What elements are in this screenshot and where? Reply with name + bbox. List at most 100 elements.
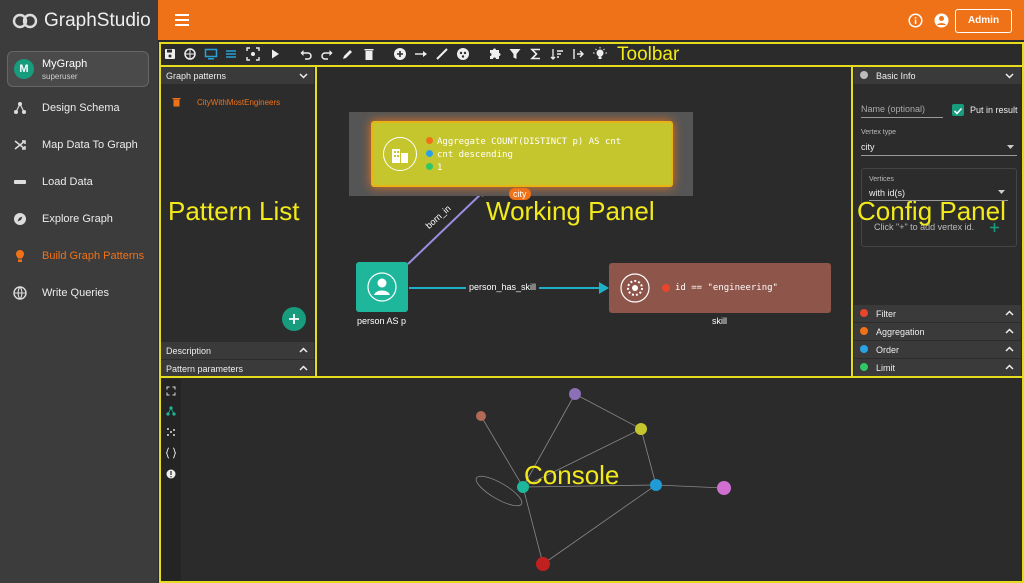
sigma-icon[interactable] [529, 47, 543, 61]
pattern-item[interactable]: CityWithMostEngineers [172, 96, 280, 108]
graph-icon[interactable] [166, 406, 176, 416]
nav-label: Design Schema [42, 102, 120, 114]
export-icon[interactable] [183, 47, 197, 61]
puzzle-icon[interactable] [487, 47, 501, 61]
sidebar: GraphStudio M MyGraph superuser Design S… [0, 0, 158, 583]
aggregation-title: Aggregation [876, 327, 925, 337]
limit-section-header[interactable]: Limit [854, 359, 1021, 376]
chevron-up-icon [1005, 310, 1014, 316]
limit-line: 1 [426, 162, 621, 175]
filter-icon[interactable] [508, 47, 522, 61]
pattern-parameters-header[interactable]: Pattern parameters [161, 360, 314, 377]
skill-condition: id == "engineering" [675, 283, 778, 293]
skill-node[interactable]: id == "engineering" [609, 263, 831, 313]
graph-user: superuser [42, 72, 78, 81]
city-node[interactable]: Aggregate COUNT(DISTINCT p) AS cnt cnt d… [371, 121, 673, 187]
nav-design-schema[interactable]: Design Schema [0, 94, 158, 122]
add-vertex-id-icon[interactable] [989, 222, 1000, 233]
menu-icon[interactable] [175, 14, 189, 26]
skill-icon [620, 273, 650, 303]
shuffle-icon [13, 138, 27, 152]
pattern-icon [13, 249, 27, 263]
delete-pattern-icon[interactable] [172, 97, 181, 107]
console-vertex[interactable] [476, 411, 486, 421]
list-icon[interactable] [224, 47, 238, 61]
skill-label: skill [712, 316, 727, 326]
put-in-result-checkbox[interactable] [952, 104, 964, 116]
sort-icon[interactable] [550, 47, 564, 61]
vertex-type-value: city [861, 142, 875, 152]
vertices-select[interactable]: with id(s) [869, 185, 1008, 201]
put-in-result-label: Put in result [970, 105, 1018, 115]
aggregation-section-header[interactable]: Aggregation [854, 323, 1021, 340]
redo-icon[interactable] [320, 47, 334, 61]
basic-info-title: Basic Info [876, 71, 916, 81]
plus-icon [289, 314, 299, 324]
edit-icon[interactable] [341, 47, 355, 61]
graph-avatar: M [14, 59, 34, 79]
nav-label: Build Graph Patterns [42, 250, 145, 262]
pen-icon[interactable] [435, 47, 449, 61]
console-vertex[interactable] [717, 481, 731, 495]
undo-icon[interactable] [299, 47, 313, 61]
console-vertex[interactable] [650, 479, 662, 491]
console-panel[interactable] [161, 379, 1021, 581]
fullscreen-icon[interactable] [166, 386, 176, 396]
console-region [159, 376, 1024, 583]
console-annotation: Console [524, 460, 620, 490]
aggregation-dot-icon [860, 327, 868, 335]
filter-section-header[interactable]: Filter [854, 305, 1021, 322]
compass-icon [13, 212, 27, 226]
vertices-label: Vertices [869, 176, 894, 183]
account-icon[interactable] [934, 13, 949, 28]
description-header[interactable]: Description [161, 342, 314, 359]
console-vertex[interactable] [517, 481, 529, 493]
console-vertex[interactable] [536, 557, 550, 571]
graph-patterns-header[interactable]: Graph patterns [161, 67, 314, 84]
layout-icon[interactable] [166, 427, 176, 437]
order-section-header[interactable]: Order [854, 341, 1021, 358]
nav-explore-graph[interactable]: Explore Graph [0, 205, 158, 233]
vertex-type-select[interactable]: city [861, 139, 1017, 156]
play-icon[interactable] [268, 47, 282, 61]
limit-text: 1 [437, 163, 443, 173]
order-dot-icon [426, 150, 433, 157]
save-icon[interactable] [163, 47, 177, 61]
working-panel-region [315, 65, 853, 378]
nav-load-data[interactable]: Load Data [0, 168, 158, 196]
add-vertex-icon[interactable] [393, 47, 407, 61]
nav-label: Map Data To Graph [42, 139, 138, 151]
console-vertex[interactable] [569, 388, 581, 400]
order-text: cnt descending [437, 150, 513, 160]
order-line: cnt descending [426, 149, 621, 162]
info-icon[interactable] [908, 13, 923, 28]
edge-born-in[interactable] [407, 191, 484, 265]
aggregation-line: Aggregate COUNT(DISTINCT p) AS cnt [426, 136, 621, 149]
pattern-list-annotation: Pattern List [168, 196, 300, 226]
name-input[interactable]: Name (optional) [861, 100, 943, 118]
add-edge-icon[interactable] [414, 47, 428, 61]
json-icon[interactable] [165, 447, 177, 459]
app-logo[interactable]: GraphStudio [12, 9, 151, 33]
bulb-icon[interactable] [593, 47, 607, 61]
graph-selector[interactable]: M MyGraph superuser [7, 51, 149, 87]
add-pattern-button[interactable] [282, 307, 306, 331]
delete-icon[interactable] [362, 47, 376, 61]
basic-info-header[interactable]: Basic Info [854, 67, 1021, 84]
chevron-up-icon [299, 365, 308, 371]
limit-icon[interactable] [571, 47, 585, 61]
person-icon [367, 272, 397, 302]
screen-icon[interactable] [204, 47, 218, 61]
admin-button[interactable]: Admin [955, 9, 1012, 33]
nav-build-graph-patterns[interactable]: Build Graph Patterns [0, 242, 158, 270]
nav-write-queries[interactable]: Write Queries [0, 279, 158, 307]
alert-icon[interactable] [166, 469, 176, 479]
person-node[interactable] [356, 262, 408, 312]
config-panel-region [851, 65, 1024, 378]
cycle-icon[interactable] [456, 47, 470, 61]
nav-map-data[interactable]: Map Data To Graph [0, 131, 158, 159]
console-vertex[interactable] [635, 423, 647, 435]
console-sidebar [161, 379, 181, 581]
app-name: GraphStudio [44, 10, 151, 31]
fit-icon[interactable] [246, 47, 260, 61]
